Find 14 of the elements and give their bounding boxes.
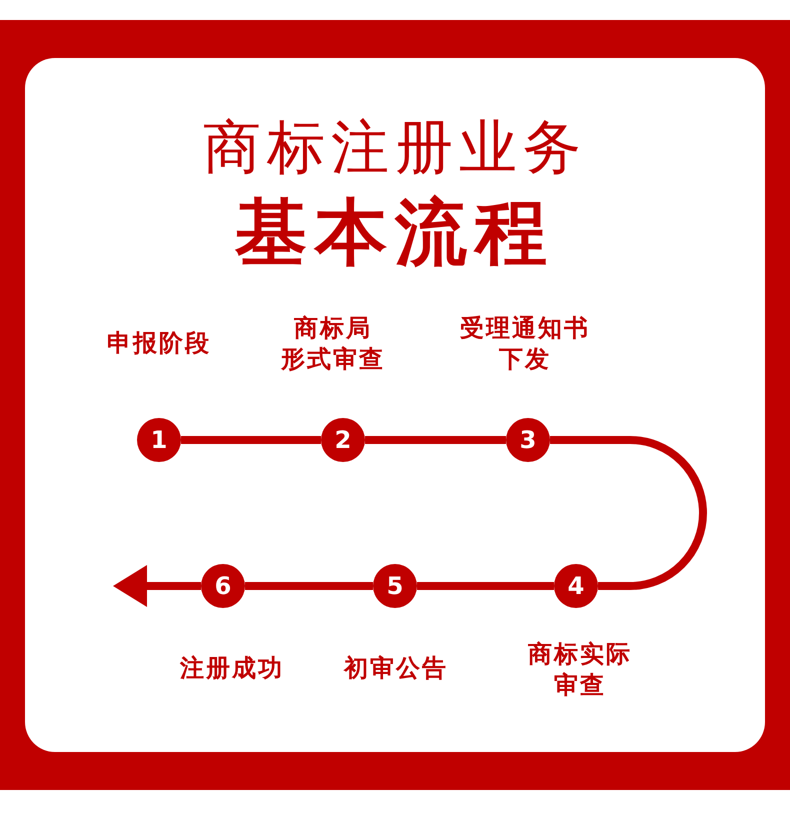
step-label: 初审公告 — [342, 653, 449, 684]
arrow — [113, 565, 201, 607]
step-label: 申报阶段 — [106, 328, 212, 359]
connector-line — [417, 582, 554, 590]
step-label: 注册成功 — [178, 653, 285, 684]
title: 商标注册业务 — [202, 112, 588, 182]
step-label: 商标实际审查 — [527, 639, 633, 701]
connector-line — [181, 436, 321, 444]
connector-line — [550, 436, 707, 590]
step-label: 商标局形式审查 — [280, 313, 386, 375]
connector-line — [365, 436, 506, 444]
connector-line — [245, 582, 373, 590]
step-label: 受理通知书下发 — [459, 313, 591, 375]
subtitle: 基本流程 — [234, 190, 556, 274]
